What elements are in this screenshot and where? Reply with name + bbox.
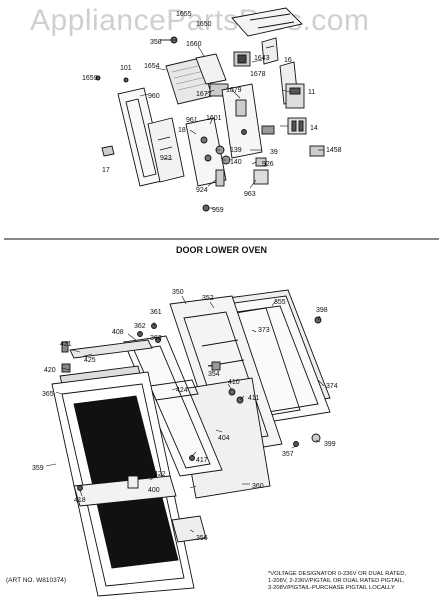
part-357	[293, 441, 299, 447]
part-1679-bracket	[221, 83, 263, 159]
label-419: 419	[124, 533, 136, 540]
part-1643	[233, 51, 251, 67]
part-39	[261, 125, 275, 135]
label-1654: 1654	[144, 63, 160, 70]
label-363: 363	[150, 335, 162, 342]
label-404: 404	[218, 435, 230, 442]
part-924	[215, 169, 225, 187]
label-1679: 1679	[226, 87, 242, 94]
label-373: 373	[258, 327, 270, 334]
label-357: 357	[282, 451, 294, 458]
label-417: 417	[196, 457, 208, 464]
part-356	[171, 515, 207, 543]
label-1659: 1659	[82, 75, 98, 82]
label-408: 408	[112, 329, 124, 336]
part-1678-bracket	[261, 37, 279, 65]
label-358-top: 358	[150, 39, 162, 46]
label-420: 420	[44, 367, 56, 374]
part-963	[253, 169, 269, 185]
part-923-panel	[147, 117, 185, 183]
label-411: 411	[248, 395, 259, 402]
part-399	[311, 433, 321, 443]
label-424: 424	[176, 387, 188, 394]
label-961: 961	[186, 117, 198, 124]
label-960: 960	[148, 93, 160, 100]
label-1660: 1660	[186, 41, 202, 48]
label-360: 360	[252, 483, 264, 490]
label-356: 356	[196, 535, 208, 542]
part-14-terminal	[287, 117, 307, 135]
part-425-rail	[69, 339, 153, 359]
label-923: 923	[160, 155, 172, 162]
label-359: 359	[32, 465, 44, 472]
label-17: 17	[102, 167, 110, 174]
part-18-board	[185, 117, 227, 187]
part-1458	[309, 145, 325, 157]
label-361: 361	[150, 309, 162, 316]
footnote-line-1: *VOLTAGE DESIGNATOR 0-236V OR DUAL RATED…	[268, 571, 407, 577]
section-title: DOOR LOWER OVEN	[175, 245, 267, 255]
label-1655: 1655	[176, 11, 192, 18]
part-421	[61, 341, 69, 353]
label-374: 374	[326, 383, 338, 390]
label-1650: 1650	[196, 21, 212, 28]
label-1677: 1677	[196, 91, 212, 98]
label-400: 400	[148, 487, 160, 494]
part-417	[189, 455, 195, 461]
label-365: 365	[42, 391, 54, 398]
label-14: 14	[310, 125, 318, 132]
part-1650-panel	[231, 7, 303, 37]
label-926: 926	[262, 161, 274, 168]
label-352: 352	[202, 295, 214, 302]
label-354: 354	[208, 371, 220, 378]
label-1458: 1458	[326, 147, 342, 154]
part-926	[255, 157, 267, 167]
part-362	[137, 331, 143, 337]
label-101: 101	[120, 65, 132, 72]
part-101	[123, 77, 129, 83]
label-1601: 1601	[206, 115, 222, 122]
label-963: 963	[244, 191, 256, 198]
label-422: 422	[154, 471, 166, 478]
label-140: 140	[230, 159, 242, 166]
label-398: 398	[316, 307, 328, 314]
part-17	[101, 145, 115, 157]
footnote-line-2: 1-208V, 2-236V/PIGTAIL OR DUAL RATED PIG…	[268, 578, 405, 584]
footnote-line-3: 3-208V/PIGTAIL-PURCHASE PIGTAIL LOCALLY	[268, 585, 395, 591]
part-1660	[195, 53, 227, 85]
label-16: 16	[284, 57, 292, 64]
part-424	[149, 379, 199, 401]
label-139: 139	[230, 147, 242, 154]
label-399: 399	[324, 441, 336, 448]
part-363	[155, 337, 161, 343]
art-number: (ART NO. W810374)	[6, 577, 67, 584]
part-418	[77, 485, 83, 491]
part-1659	[95, 75, 101, 81]
label-18: 18	[178, 127, 186, 134]
label-410: 410	[228, 379, 240, 386]
label-355: 355	[274, 299, 286, 306]
part-422	[127, 475, 139, 489]
label-959: 959	[212, 207, 224, 214]
label-425: 425	[84, 357, 96, 364]
part-354	[211, 361, 221, 371]
label-1678: 1678	[250, 71, 266, 78]
part-410	[228, 388, 236, 396]
voltage-footnote: *VOLTAGE DESIGNATOR 0-236V OR DUAL RATED…	[268, 571, 443, 592]
label-924: 924	[196, 187, 208, 194]
label-39: 39	[270, 149, 278, 156]
label-1643: 1643	[254, 55, 270, 62]
label-418: 418	[74, 497, 86, 504]
label-362: 362	[134, 323, 146, 330]
label-11: 11	[308, 89, 315, 96]
part-11-relay	[285, 83, 305, 109]
label-350: 350	[172, 289, 184, 296]
label-421: 421	[60, 341, 72, 348]
